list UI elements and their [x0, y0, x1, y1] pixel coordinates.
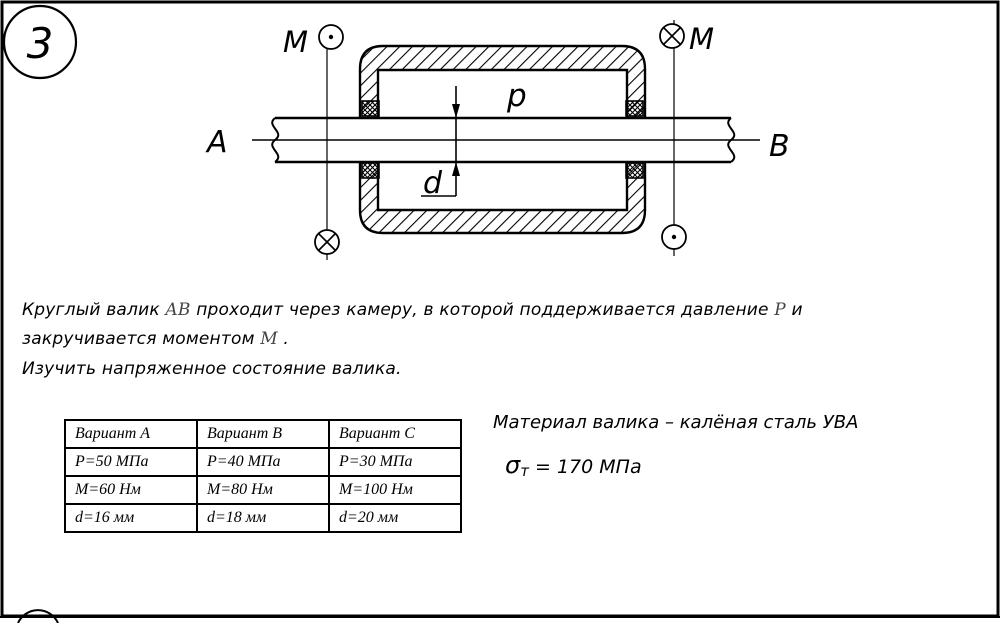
task-text-part: и	[785, 300, 803, 320]
variants-table: Вариант А Вариант В Вариант С P=50 МПа P…	[64, 419, 462, 533]
shaft	[252, 116, 760, 164]
task-line-2: закручивается моментом M .	[22, 329, 289, 349]
diameter-label: d	[423, 166, 443, 201]
table-cell: P=30 МПа	[328, 447, 462, 477]
sigma-symbol: σ	[505, 451, 521, 479]
table-cell: P=40 МПа	[196, 447, 330, 477]
task-text-part: проходит через камеру, в которой поддерж…	[190, 300, 775, 320]
moment-cross-icon-top-right	[659, 23, 685, 49]
table-cell: M=100 Нм	[328, 475, 462, 505]
table-header-cell: Вариант В	[196, 419, 330, 449]
table-header-cell: Вариант А	[64, 419, 198, 449]
shaft-symbol: AB	[165, 300, 191, 320]
table-row: d=16 мм d=18 мм d=20 мм	[64, 503, 462, 533]
problem-number: 3	[27, 19, 54, 68]
right-upper-seal	[625, 100, 644, 117]
task-line-1: Круглый валик AB проходит через камеру, …	[22, 300, 803, 320]
yield-stress-value: = 170 МПа	[528, 456, 642, 478]
next-problem-circle-fragment	[17, 609, 59, 623]
table-cell: M=60 Нм	[64, 475, 198, 505]
diameter-dimension	[421, 86, 460, 197]
end-label-b: B	[769, 129, 790, 164]
moment-symbol: M	[260, 329, 278, 349]
moment-cross-icon-bottom-left	[314, 229, 340, 255]
moment-dot-icon-bottom-right	[661, 224, 687, 250]
table-row: M=60 Нм M=80 Нм M=100 Нм	[64, 475, 462, 505]
pressure-label: p	[506, 78, 527, 114]
problem-number-circle	[2, 4, 78, 80]
moment-label-left: M	[283, 25, 308, 59]
pressure-symbol: P	[774, 300, 786, 320]
table-cell: M=80 Нм	[196, 475, 330, 505]
right-lower-seal	[625, 162, 644, 179]
end-label-a: A	[205, 125, 228, 160]
table-header-cell: Вариант С	[328, 419, 462, 449]
task-text-part: .	[277, 329, 290, 349]
table-header-row: Вариант А Вариант В Вариант С	[64, 419, 462, 449]
table-cell: d=18 мм	[196, 503, 330, 533]
left-lower-seal	[361, 162, 380, 179]
task-line-3: Изучить напряженное состояние валика.	[22, 359, 402, 379]
table-cell: d=20 мм	[328, 503, 462, 533]
moment-dot-icon-top-left	[318, 24, 344, 50]
sigma-subscript: т	[520, 462, 529, 480]
table-cell: P=50 МПа	[64, 447, 198, 477]
left-upper-seal	[361, 100, 380, 117]
moment-label-right: M	[689, 22, 714, 56]
yield-stress: σт = 170 МПа	[505, 451, 642, 480]
task-text-part: Круглый валик	[22, 300, 166, 320]
task-text-part: закручивается моментом	[22, 329, 261, 349]
material-text: Материал валика – калёная сталь УВА	[493, 412, 859, 433]
table-cell: d=16 мм	[64, 503, 198, 533]
table-row: P=50 МПа P=40 МПа P=30 МПа	[64, 447, 462, 477]
